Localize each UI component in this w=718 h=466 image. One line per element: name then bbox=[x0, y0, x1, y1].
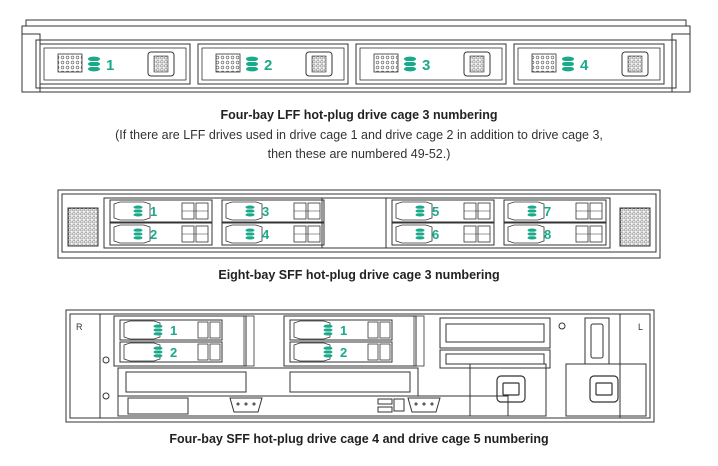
bay-number: 3 bbox=[422, 57, 430, 74]
rear-chassis bbox=[65, 309, 655, 423]
lff-drive-bay: 3 bbox=[355, 43, 507, 85]
drive-stack-icon bbox=[133, 228, 143, 240]
bay-number: 4 bbox=[580, 57, 589, 74]
sff-drive-bay: 1 bbox=[109, 199, 213, 223]
lff-caption-note-2: then these are numbered 49-52.) bbox=[267, 147, 451, 161]
lff-drive-cage bbox=[21, 19, 691, 93]
rear-sff-cage: 12 bbox=[113, 315, 255, 367]
lff-caption-title: Four-bay LFF hot-plug drive cage 3 numbe… bbox=[220, 108, 498, 122]
drive-stack-icon bbox=[133, 205, 143, 217]
bay-number: 7 bbox=[544, 204, 551, 219]
drive-stack-icon bbox=[245, 205, 255, 217]
bay-number: 1 bbox=[106, 57, 114, 74]
sff8-drive-cage bbox=[57, 189, 661, 259]
sff-drive-bay: 2 bbox=[289, 341, 393, 363]
usb-port-icon bbox=[377, 398, 405, 413]
drive-stack-icon bbox=[153, 346, 163, 358]
bay-number: 2 bbox=[340, 345, 347, 360]
bay-number: 1 bbox=[150, 204, 157, 219]
power-connector-icon bbox=[496, 375, 619, 403]
bay-number: 2 bbox=[264, 57, 272, 74]
sff-drive-bay: 1 bbox=[289, 319, 393, 341]
sff-drive-bay: 3 bbox=[221, 199, 325, 223]
sff-drive-bay: 8 bbox=[503, 222, 607, 246]
sff-drive-bay: 2 bbox=[109, 222, 213, 246]
rear-label-right: L bbox=[638, 322, 643, 332]
sff8-caption-title: Eight-bay SFF hot-plug drive cage 3 numb… bbox=[218, 268, 500, 282]
bay-number: 4 bbox=[262, 227, 270, 242]
vga-port-icon bbox=[229, 397, 441, 413]
sff4-caption-title: Four-bay SFF hot-plug drive cage 4 and d… bbox=[169, 432, 549, 446]
drive-stack-icon bbox=[415, 228, 425, 240]
sff-drive-bay: 1 bbox=[119, 319, 223, 341]
lff-drive-bay: 2 bbox=[197, 43, 349, 85]
rear-label-left: R bbox=[76, 322, 83, 332]
sff-drive-bay: 4 bbox=[221, 222, 325, 246]
drive-stack-icon bbox=[527, 228, 537, 240]
vent-grille-icon bbox=[215, 53, 241, 73]
sff-drive-bay: 6 bbox=[391, 222, 495, 246]
sff-drive-bay: 2 bbox=[119, 341, 223, 363]
drive-stack-icon bbox=[245, 56, 259, 72]
drive-stack-icon bbox=[415, 205, 425, 217]
bay-number: 3 bbox=[262, 204, 269, 219]
rear-sff-cage: 12 bbox=[283, 315, 425, 367]
lff-caption-note-1: (If there are LFF drives used in drive c… bbox=[115, 128, 603, 142]
bay-number: 2 bbox=[150, 227, 157, 242]
drive-stack-icon bbox=[323, 346, 333, 358]
drive-stack-icon bbox=[527, 205, 537, 217]
bay-number: 2 bbox=[170, 345, 177, 360]
lff-drive-bay: 1 bbox=[39, 43, 191, 85]
drive-stack-icon bbox=[561, 56, 575, 72]
bay-number: 1 bbox=[170, 323, 177, 338]
vent-grille-icon bbox=[531, 53, 557, 73]
drive-stack-icon bbox=[403, 56, 417, 72]
bay-number: 1 bbox=[340, 323, 347, 338]
sff-drive-bay: 7 bbox=[503, 199, 607, 223]
drive-stack-icon bbox=[153, 324, 163, 336]
bay-number: 5 bbox=[432, 204, 439, 219]
bay-number: 6 bbox=[432, 227, 439, 242]
bay-number: 8 bbox=[544, 227, 551, 242]
vent-grille-icon bbox=[373, 53, 399, 73]
sff-drive-bay: 5 bbox=[391, 199, 495, 223]
vent-grille-icon bbox=[57, 53, 83, 73]
drive-stack-icon bbox=[87, 56, 101, 72]
drive-stack-icon bbox=[323, 324, 333, 336]
drive-stack-icon bbox=[245, 228, 255, 240]
lff-drive-bay: 4 bbox=[513, 43, 665, 85]
